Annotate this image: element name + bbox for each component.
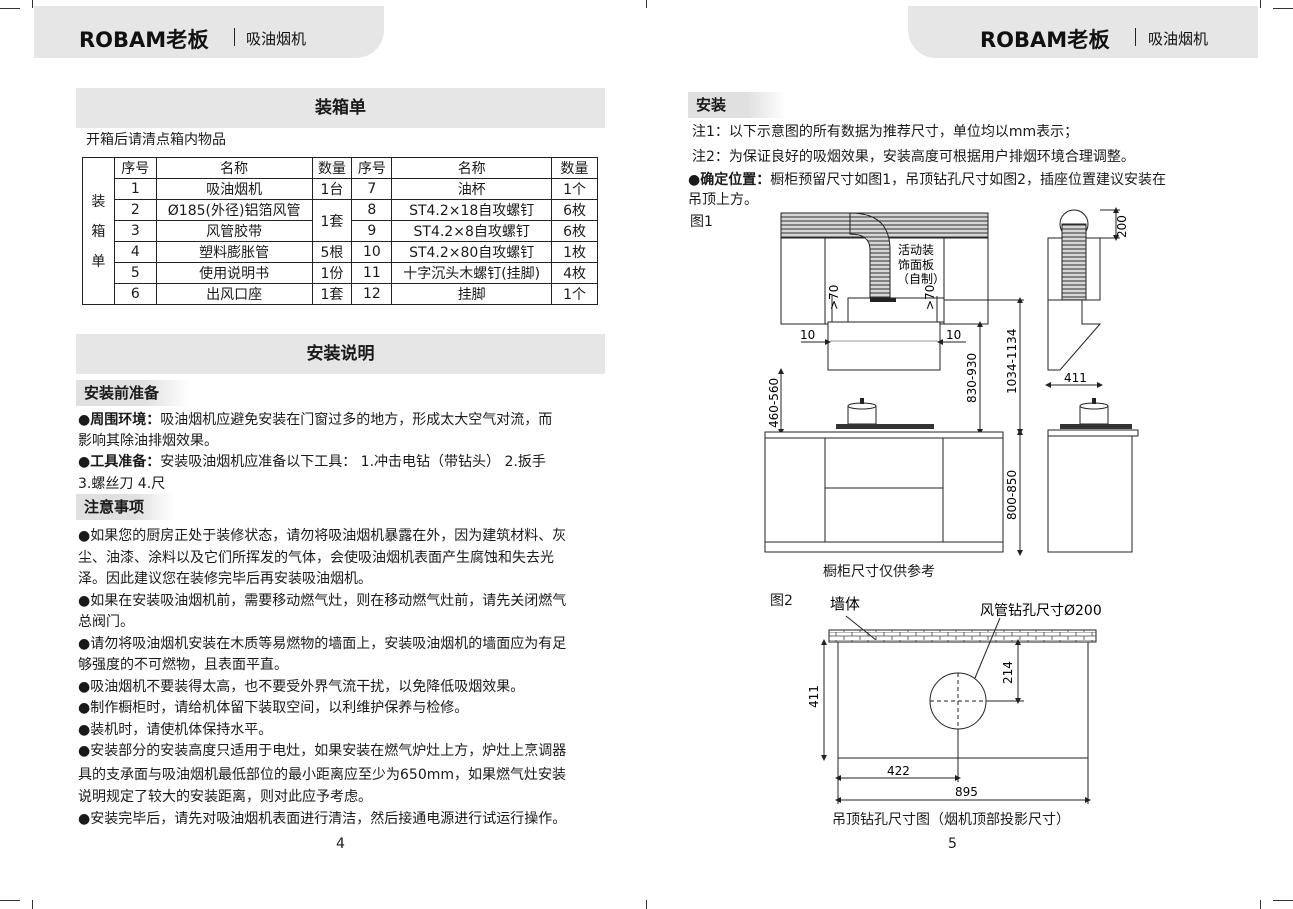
column-header: 数量 [311,157,353,179]
page-number: 5 [948,836,957,852]
panel-label: 饰面板 [898,258,934,272]
note-line: 说明规定了较大的安装距离，则对此应予考虑。 [78,789,372,805]
header-divider [1135,28,1136,46]
dim-label: >70 [827,285,841,310]
note-line: ●如果在安装吸油烟机前，需要移动燃气灶，则在移动燃气灶前，请先关闭燃气 [78,593,567,609]
note-line: ●如果您的厨房正处于装修状态，请勿将吸油烟机暴露在外，因为建筑材料、灰 [78,528,567,544]
notes-section-title: 注意事项 [76,494,175,520]
wall-label: 墙体 [830,595,860,613]
column-header: 序号 [351,157,393,179]
tools-paragraph-cont: 3.螺丝刀 4.尺 [78,476,166,492]
dim-label: 200 [1115,215,1129,238]
figure-2-diagram [821,615,1097,804]
brand-logo: ROBAM老板 [980,28,1111,52]
dim-label: 800-850 [1005,470,1019,520]
header-category: 吸油烟机 [246,30,307,48]
install-instructions-title: 安装说明 [76,334,605,374]
table-cell: 出风口座 [155,283,313,305]
table-header-row: 装 箱 单 序号 名称 数量 序号 名称 数量 [82,157,598,305]
table-cell: 5根 [311,241,353,263]
dim-label: 10 [946,328,961,342]
note-line: 总阀门。 [78,614,134,630]
figure-2-caption: 吊顶钻孔尺寸图（烟机顶部投影尺寸） [832,812,1070,828]
dim-label: 411 [1064,371,1087,385]
page-header-left [34,6,384,58]
dim-label: 411 [807,685,821,708]
pot [847,398,877,425]
table-row: 4 塑料膨胀管 5根 10 ST4.2×80自攻螺钉 1枚 [83,241,598,263]
page-number: 4 [336,836,345,852]
table-cell: 1套 [311,283,353,305]
header-divider [234,28,235,46]
crop-mark [1260,0,1261,8]
dim-label: 830-930 [965,353,979,403]
note-line: ●吸油烟机不要装得太高，也不要受外界气流干扰，以免降低吸烟效果。 [78,679,525,695]
table-cell: Ø185(外径)铝箔风管 [155,199,313,221]
position-paragraph-cont: 吊顶上方。 [688,192,758,208]
note-line: 尘、油漆、涂料以及它们所挥发的气体，会使吸油烟机表面产生腐蚀和失去光 [78,550,554,566]
crop-mark [646,0,647,8]
packing-list-title: 装箱单 [76,88,605,128]
stove [836,424,934,429]
page-header-right [908,6,1258,58]
prep-section-title: 安装前准备 [76,380,190,406]
column-header: 序号 [113,157,157,179]
packing-table: 装 箱 单 序号 名称 数量 序号 名称 数量 1 吸油烟机 1台 7 油杯 1… [82,157,598,305]
note-2: 注2：为保证良好的吸烟效果，安装高度可根据用户排烟环境合理调整。 [692,149,1135,165]
table-cell: 风管胶带 [155,220,313,242]
dim-label: 10 [800,328,815,342]
base-cabinet [764,431,1004,553]
figure-1-label: 图1 [690,214,713,230]
note-line: ●请勿将吸油烟机安装在木质等易燃物的墙面上，安装吸油烟机的墙面应为有足 [78,636,567,652]
table-cell: 1个 [551,283,598,305]
crop-mark [32,900,33,909]
env-paragraph: ●周围环境：吸油烟机应避免安装在门窗过多的地方，形成太大空气对流，而 [78,412,553,428]
table-row: 1 吸油烟机 1台 7 油杯 1个 [83,178,598,200]
note-line: ●制作橱柜时，请给机体留下装取空间，以利维护保养与检修。 [78,700,469,716]
header-category: 吸油烟机 [1148,30,1209,48]
figure-2-label: 图2 [770,593,793,609]
tools-paragraph: ●工具准备：安装吸油烟机应准备以下工具： 1.冲击电钻（带钻头） 2.扳手 [78,454,546,470]
crop-mark [1273,900,1293,901]
dim-label: 460-560 [767,378,781,428]
dim-label: 895 [955,785,978,799]
figure-1-caption: 橱柜尺寸仅供参考 [823,564,935,580]
crop-mark [32,0,33,8]
position-paragraph: ●确定位置：橱柜预留尺寸如图1，吊顶钻孔尺寸如图2，插座位置建议安装在 [688,172,1167,188]
packing-side-label: 装 箱 单 [82,157,115,305]
dim-label: >70 [923,285,937,310]
table-cell: 挂脚 [391,283,553,305]
table-row: 6 出风口座 1套 12 挂脚 1个 [83,283,598,305]
side-view [1045,207,1139,553]
table-cell: 1份 [311,262,353,284]
crop-mark [0,900,20,901]
table-cell: 10 [351,241,393,263]
note-line: ●安装完毕后，请先对吸油烟机表面进行清洁，然后接通电源进行试运行操作。 [78,811,567,827]
panel-label: 活动装 [898,243,934,257]
packing-intro: 开箱后请清点箱内物品 [86,132,226,148]
crop-mark [1273,8,1293,9]
panel-label: （自制） [897,272,945,286]
dim-label: 1034-1134 [1005,329,1019,394]
crop-mark [646,900,647,909]
crop-mark [0,8,20,9]
note-line: 具的支承面与吸油烟机最低部位的最小距离应至少为650mm，如果燃气灶安装 [78,767,566,783]
note-line: ●安装部分的安装高度只适用于电灶，如果安装在燃气炉灶上方，炉灶上烹调器 [78,743,567,759]
dim-label: 422 [887,764,910,778]
column-header: 数量 [551,157,598,179]
note-line: 够强度的不可燃物，且表面平直。 [78,657,288,673]
brand-logo: ROBAM老板 [79,28,210,52]
table-cell: 12 [351,283,393,305]
env-paragraph-cont: 影响其除油排烟效果。 [78,433,218,449]
crop-mark [1260,900,1261,909]
note-1: 注1：以下示意图的所有数据为推荐尺寸，单位均以mm表示； [692,124,1079,140]
note-line: ●装机时，请使机体保持水平。 [78,722,273,738]
range-hood [827,297,945,371]
install-section-title: 安装 [688,92,787,118]
dim-label: 214 [1001,661,1015,684]
note-line: 泽。因此建议您在装修完毕后再安装吸油烟机。 [78,571,372,587]
hole-size-label: 风管钻孔尺寸Ø200 [980,603,1102,619]
